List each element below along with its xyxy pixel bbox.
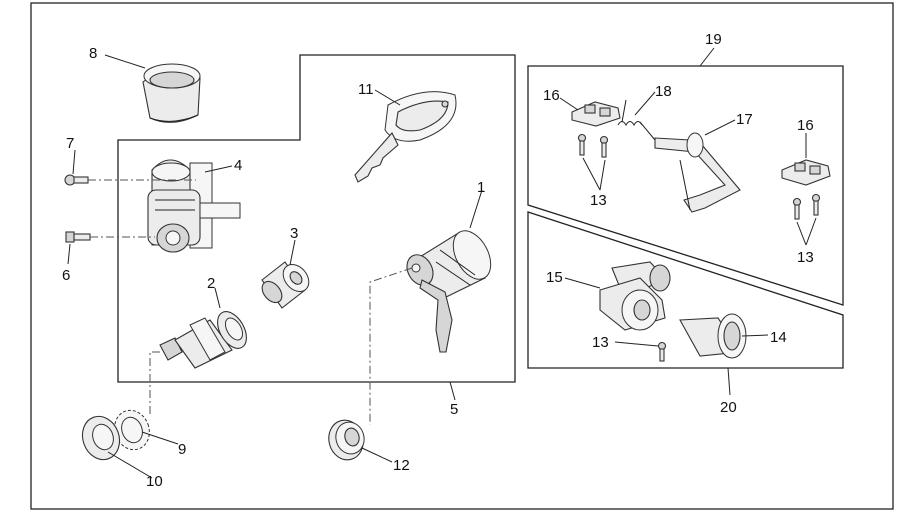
- callout-1: 1: [477, 179, 485, 196]
- part-10-nut: [81, 415, 121, 461]
- callout-8: 8: [89, 45, 97, 62]
- outer-frame: [30, 2, 894, 510]
- callout-2: 2: [207, 275, 215, 292]
- part-18-spring: [617, 99, 656, 141]
- part-14-sleeve: [679, 313, 747, 359]
- leader-lines: [67, 47, 817, 479]
- callout-7: 7: [66, 135, 74, 152]
- part-17-latch-hook: [654, 132, 741, 213]
- callout-16-right: 16: [797, 117, 814, 134]
- callout-5: 5: [450, 401, 458, 418]
- callout-18: 18: [655, 83, 672, 100]
- callout-13-right: 13: [797, 249, 814, 266]
- part-16-bracket-left: [571, 101, 621, 127]
- callout-15: 15: [546, 269, 563, 286]
- assembly-lines: [88, 179, 413, 425]
- callout-6: 6: [62, 267, 70, 284]
- part-11-key: [354, 91, 457, 183]
- part-7-screw: [64, 174, 89, 186]
- part-9-toothed-washer: [114, 409, 150, 451]
- callout-4: 4: [234, 157, 242, 174]
- callout-3: 3: [290, 225, 298, 242]
- part-13-screw-lower: [657, 341, 667, 362]
- callout-19: 19: [705, 31, 722, 48]
- part-2-lock-cylinder: [159, 311, 247, 369]
- callout-13-left: 13: [590, 192, 607, 209]
- part-4-lock-body: [147, 159, 241, 253]
- group-box-5: [117, 54, 516, 383]
- part-3-cylinder: [261, 261, 310, 309]
- part-12-nut: [328, 419, 365, 461]
- part-15-housing: [599, 261, 671, 331]
- part-8-grommet: [142, 63, 201, 123]
- group-box-19: [527, 65, 844, 306]
- callout-10: 10: [146, 473, 163, 490]
- part-13-screws-left: [577, 133, 609, 158]
- callout-9: 9: [178, 441, 186, 458]
- callout-17: 17: [736, 111, 753, 128]
- part-6-screw: [65, 231, 91, 243]
- callout-16-left: 16: [543, 87, 560, 104]
- callout-12: 12: [393, 457, 410, 474]
- callout-14: 14: [770, 329, 787, 346]
- part-13-screws-right: [792, 193, 821, 220]
- callout-20: 20: [720, 399, 737, 416]
- group-box-20: [527, 211, 844, 369]
- callout-11: 11: [358, 81, 374, 98]
- part-16-bracket-right: [781, 159, 831, 186]
- callout-13-lower: 13: [592, 334, 609, 351]
- part-1-main-lock: [406, 230, 492, 353]
- callout-labels: 8 11 1 4 3 2 7 6 9 10 12 5 16 18 17 19 1…: [62, 31, 814, 490]
